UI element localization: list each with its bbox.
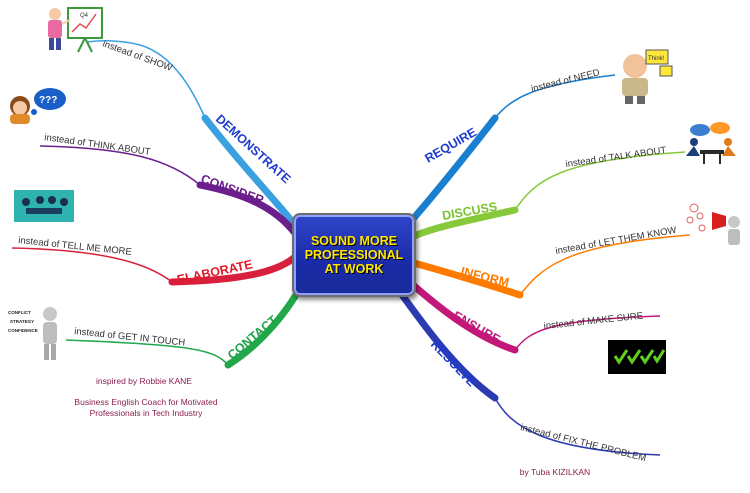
checklist-man-icon: CONFLICT STRATEGY CONFIDENCE	[8, 307, 57, 360]
central-topic-node[interactable]: SOUND MORE PROFESSIONAL AT WORK	[292, 213, 416, 297]
branch-resolve-thick	[391, 281, 499, 402]
megaphone-icon	[686, 203, 740, 245]
thought-bubble-text: ???	[39, 95, 57, 106]
sign-text: Think!	[648, 56, 665, 62]
two-people-talking-icon	[686, 122, 736, 164]
branch-resolve-thin	[494, 397, 661, 456]
presenter-chart-label: Q4	[80, 13, 89, 19]
branch-discuss-thin	[514, 151, 686, 211]
branch-elaborate-sub: instead of TELL ME MORE	[18, 235, 133, 258]
branch-resolve[interactable]: instead of FIX THE PROBLEM RESOLVE	[391, 281, 661, 464]
branch-demonstrate[interactable]: instead of SHOW DEMONSTRATE	[87, 38, 304, 236]
branch-ensure-label: ENSURE	[451, 308, 503, 346]
inspired-by-credit: inspired by Robbie KANE	[96, 376, 192, 386]
branch-elaborate-thin	[11, 247, 173, 283]
branch-inform-sub: instead of LET THEM KNOW	[555, 225, 678, 257]
branch-ensure-thin	[514, 315, 661, 351]
branch-contact[interactable]: instead of GET IN TOUCH CONTACT	[65, 274, 309, 369]
branch-resolve-label: RESOLVE	[428, 337, 479, 389]
team-meeting-image-icon	[14, 190, 74, 222]
branch-discuss-thick	[406, 206, 519, 242]
branch-inform[interactable]: instead of LET THEM KNOW INFORM	[406, 225, 691, 299]
checklist-item-2: STRATEGY	[10, 319, 34, 324]
branch-require-sub: instead of NEED	[530, 67, 601, 95]
branch-demonstrate-thin	[87, 40, 206, 119]
branch-discuss-sub: instead of TALK ABOUT	[565, 145, 667, 170]
central-topic-line-2: PROFESSIONAL	[304, 248, 404, 262]
branch-contact-thin	[65, 339, 229, 366]
presenter-icon: Q4	[48, 7, 103, 53]
coach-credit-line-1: Business English Coach for Motivated	[74, 397, 218, 407]
branch-consider-sub: instead of THINK ABOUT	[44, 132, 152, 158]
checklist-item-1: CONFLICT	[8, 310, 31, 315]
man-with-sign-icon: Think!	[622, 49, 673, 104]
thinking-woman-icon: ???	[10, 88, 66, 124]
branch-inform-thick	[406, 258, 524, 299]
checklist-item-3: CONFIDENCE	[8, 328, 38, 333]
branch-contact-label: CONTACT	[225, 313, 280, 363]
branch-require[interactable]: instead of NEED REQUIRE	[401, 67, 616, 232]
branch-discuss[interactable]: instead of TALK ABOUT DISCUSS	[406, 145, 686, 242]
branch-ensure-sub: instead of MAKE SURE	[543, 311, 643, 332]
branch-require-thin	[494, 74, 616, 119]
central-topic-line-1: SOUND MORE	[310, 234, 398, 248]
checkmarks-image-icon	[608, 340, 666, 374]
branch-consider-thin	[39, 145, 201, 186]
branch-inform-thin	[519, 234, 691, 296]
branch-resolve-sub: instead of FIX THE PROBLEM	[519, 422, 647, 464]
author-credit: by Tuba KIZILKAN	[519, 467, 591, 477]
branch-elaborate[interactable]: instead of TELL ME MORE ELABORATE	[11, 235, 304, 287]
branch-contact-sub: instead of GET IN TOUCH	[74, 326, 186, 349]
central-topic-line-3: AT WORK	[324, 262, 384, 276]
branch-ensure[interactable]: instead of MAKE SURE ENSURE	[401, 274, 661, 354]
coach-credit-line-2: Professionals in Tech Industry	[89, 408, 203, 418]
